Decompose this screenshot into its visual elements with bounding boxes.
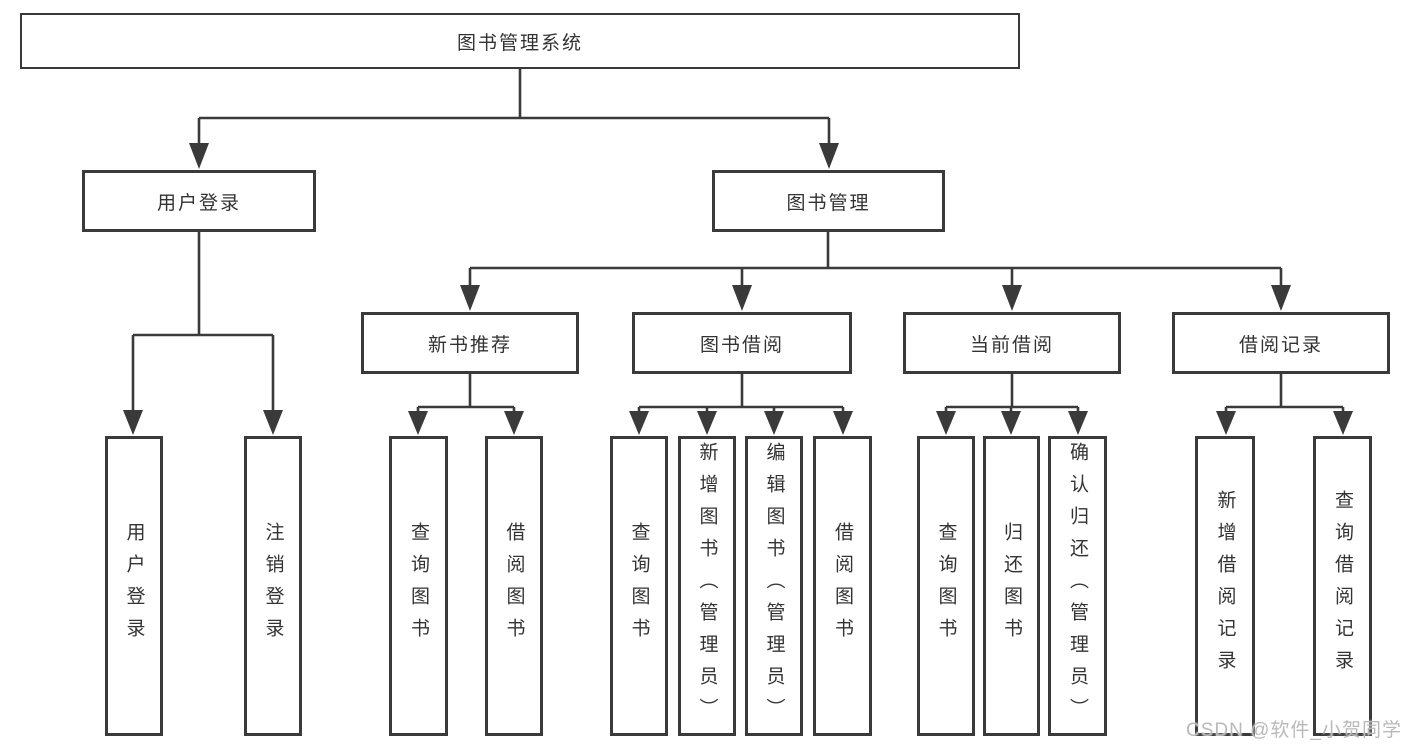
- leaf-borrow-books-borrowing: 借阅图书: [813, 436, 872, 736]
- leaf-return-book: 归还图书: [983, 436, 1040, 736]
- connector-records-to-leaves: [1216, 374, 1353, 435]
- node-current-borrowing: 当前借阅: [903, 312, 1121, 374]
- connector-borrow-to-leaves: [629, 374, 853, 435]
- leaf-query-books-current: 查询图书: [917, 436, 975, 736]
- node-book-management: 图书管理: [712, 170, 945, 232]
- csdn-watermark: CSDN @软件_小贺同学: [1186, 720, 1402, 741]
- leaf-query-borrow-record: 查询借阅记录: [1313, 436, 1372, 736]
- arrowhead-icon: [408, 411, 428, 435]
- leaf-add-book-admin: 新增图书（管理员）: [678, 436, 736, 736]
- connector-userlogin-to-leaves: [123, 232, 283, 435]
- connector-root-to-level2: [189, 69, 839, 169]
- leaf-edit-book-admin: 编辑图书（管理员）: [745, 436, 803, 736]
- arrowhead-icon: [697, 411, 717, 435]
- node-new-book-recommend: 新书推荐: [361, 312, 579, 374]
- node-user-login: 用户登录: [82, 170, 316, 232]
- leaf-logout: 注销登录: [244, 436, 302, 736]
- node-book-borrowing: 图书借阅: [632, 312, 852, 374]
- arrowhead-icon: [936, 411, 956, 435]
- arrowhead-icon: [189, 143, 209, 169]
- arrowhead-icon: [1068, 411, 1088, 435]
- arrowhead-icon: [263, 410, 283, 435]
- arrowhead-icon: [629, 411, 649, 435]
- connector-bookmgmt-to-level3: [460, 232, 1291, 311]
- arrowhead-icon: [732, 285, 752, 311]
- leaf-confirm-return-admin: 确认归还（管理员）: [1048, 436, 1107, 736]
- leaf-add-borrow-record: 新增借阅记录: [1195, 436, 1255, 736]
- arrowhead-icon: [1002, 285, 1022, 311]
- connector-current-to-leaves: [936, 374, 1088, 435]
- leaf-borrow-books-recommend: 借阅图书: [485, 436, 543, 736]
- node-borrowing-records: 借阅记录: [1172, 312, 1390, 374]
- arrowhead-icon: [123, 410, 143, 435]
- arrowhead-icon: [819, 143, 839, 169]
- arrowhead-icon: [1333, 411, 1353, 435]
- node-library-system-root: 图书管理系统: [20, 13, 1020, 69]
- arrowhead-icon: [833, 411, 853, 435]
- leaf-user-login: 用户登录: [105, 436, 163, 736]
- arrowhead-icon: [1216, 411, 1236, 435]
- arrowhead-icon: [764, 411, 784, 435]
- arrowhead-icon: [504, 411, 524, 435]
- arrowhead-icon: [460, 285, 480, 311]
- leaf-query-books-recommend: 查询图书: [389, 436, 448, 736]
- leaf-query-books-borrowing: 查询图书: [610, 436, 668, 736]
- arrowhead-icon: [1271, 285, 1291, 311]
- arrowhead-icon: [1001, 411, 1021, 435]
- connector-newbook-to-leaves: [408, 374, 524, 435]
